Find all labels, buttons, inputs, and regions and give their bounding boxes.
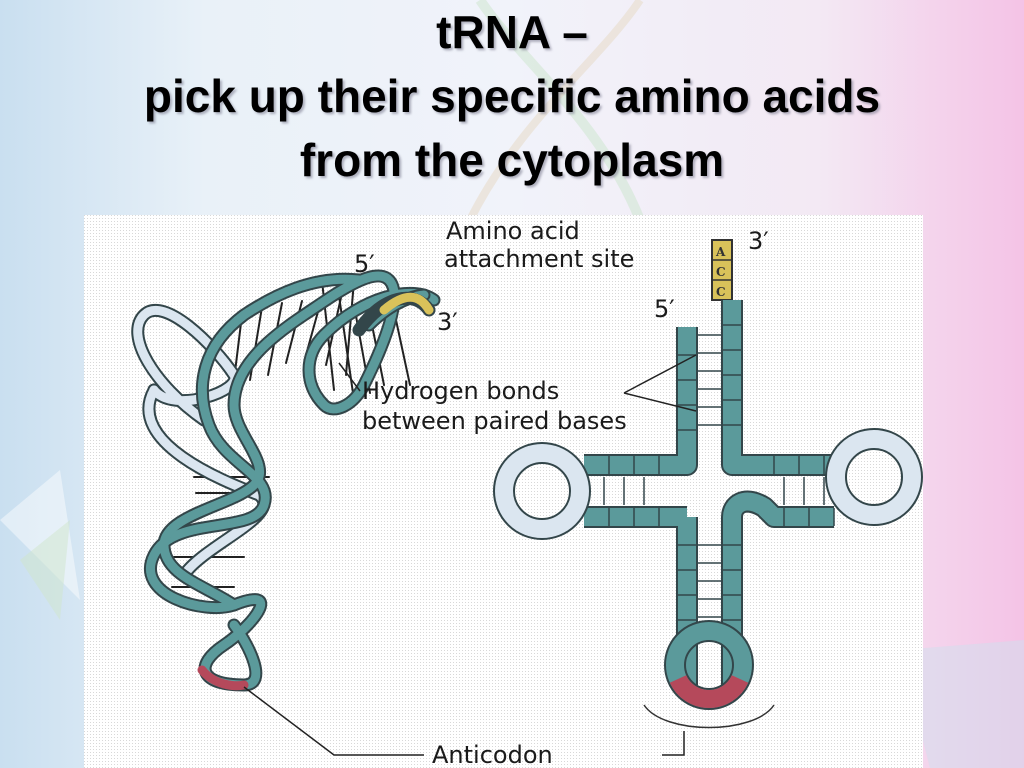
title-line-3: from the cytoplasm: [299, 134, 725, 186]
trna-figure: 5′ 3′ A C C: [84, 215, 923, 768]
hbond-label-line1: Hydrogen bonds: [362, 377, 559, 405]
t-loop: [827, 430, 921, 524]
hbond-pointers: [338, 354, 697, 412]
title-line-1: tRNA –: [436, 6, 588, 58]
title-line-2: pick up their specific amino acids: [143, 70, 881, 122]
left-5prime-label: 5′: [354, 250, 375, 278]
acc-base-c2: C: [716, 285, 726, 299]
left-3prime-label: 3′: [437, 308, 458, 336]
slide-title: tRNA – pick up their specific amino acid…: [0, 0, 1024, 192]
trna-cloverleaf: A C C: [493, 239, 923, 729]
right-5prime-label: 5′: [654, 295, 675, 323]
anticodon-3d: [197, 665, 249, 691]
trna-3d-model: [131, 269, 441, 692]
cloverleaf-body: [584, 300, 834, 685]
anticodon-bracket: [643, 704, 775, 729]
anticodon-bases: [669, 674, 749, 708]
d-loop: [495, 444, 589, 538]
right-3prime-label: 3′: [748, 227, 769, 255]
acceptor-end-3prime: [379, 292, 434, 315]
hbond-label-line2: between paired bases: [362, 407, 627, 435]
amino-acid-label-line1: Amino acid: [446, 217, 580, 245]
anticodon-pointers: [243, 686, 685, 756]
hbond-ladders: [603, 334, 825, 618]
amino-acid-label-line2: attachment site: [444, 245, 634, 273]
stem-segments: [608, 324, 835, 621]
anticodon-label: Anticodon: [432, 741, 553, 768]
acc-base-a: A: [715, 245, 726, 259]
acc-base-c1: C: [716, 265, 726, 279]
